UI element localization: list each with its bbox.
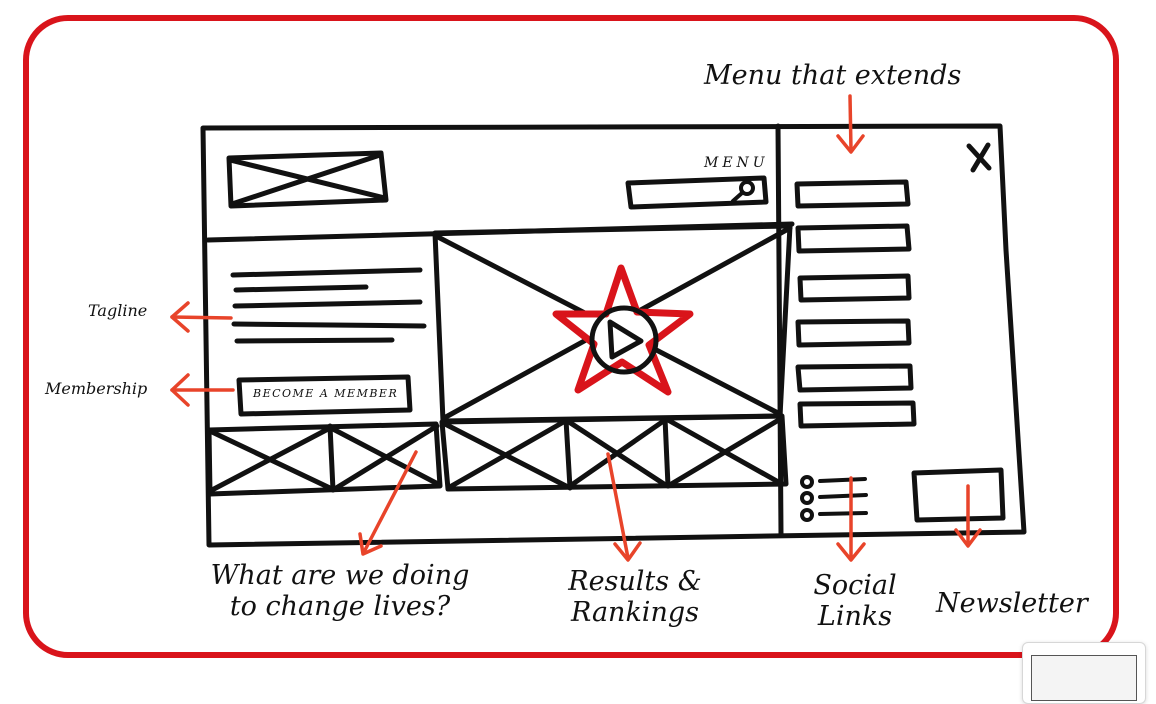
become-member-button[interactable]: BECOME A MEMBER [253,387,399,400]
thumbnail-preview[interactable] [1022,642,1146,704]
social-line-2: Links [817,601,893,633]
newsletter-box[interactable] [911,467,1006,523]
menu-extends-annotation: Menu that extends [704,60,962,91]
results-line-2: Rankings [571,597,699,629]
menu-item-6[interactable] [797,400,917,429]
play-button-icon[interactable] [589,305,659,375]
annotation-arrows [170,94,982,562]
become-member-button-outline [236,374,413,417]
membership-annotation: Membership [45,379,148,398]
results-line-1: Results & [568,566,702,597]
menu-label: MENU [704,155,769,171]
social-annotation: Social Links [800,570,910,632]
menu-item-4[interactable] [795,318,912,348]
newsletter-annotation: Newsletter [936,588,1088,619]
search-icon [731,180,755,203]
search-box[interactable] [625,175,769,210]
tagline-annotation: Tagline [88,301,148,320]
menu-item-5[interactable] [795,363,914,393]
thumbnail-image [1031,655,1137,701]
changing-lives-line-2: to change lives? [229,591,451,623]
feature-tiles-strip [206,413,789,497]
red-outer-frame [23,15,1119,658]
social-circle-icons[interactable] [800,475,868,522]
social-line-1: Social [813,570,897,601]
sidebar-divider [775,123,784,537]
menu-item-3[interactable] [797,273,912,303]
logo-placeholder-icon [226,150,389,209]
results-annotation: Results & Rankings [560,566,710,628]
close-icon[interactable] [966,142,992,173]
sketch-canvas [23,15,1119,658]
sidebar-menu-items [794,179,917,429]
tagline-lines [230,267,427,344]
changing-lives-annotation: What are we doing to change lives? [200,560,480,622]
menu-item-1[interactable] [794,179,911,209]
menu-item-2[interactable] [795,223,912,254]
wireframe-sketch: MENU BECOME A MEMBER Menu that extends T… [23,15,1146,704]
changing-lives-line-1: What are we doing [210,560,470,591]
